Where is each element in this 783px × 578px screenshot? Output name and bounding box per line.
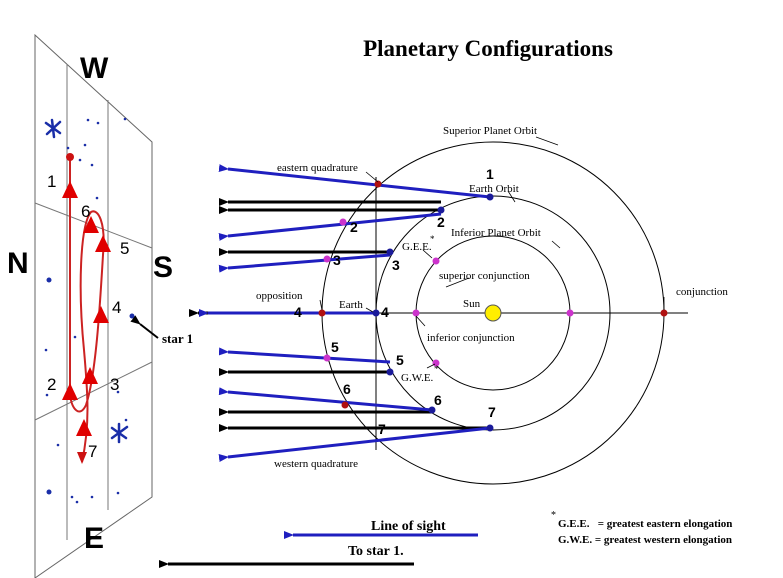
orbit-number-6: 6 <box>343 381 351 397</box>
compass-east: E <box>84 522 104 555</box>
legend-gwe-definition: G.W.E. = greatest western elongation <box>558 534 732 546</box>
page-title: Planetary Configurations <box>363 36 613 61</box>
legend-gee-definition: G.E.E. = greatest eastern elongation <box>558 518 732 530</box>
sky-label-7: 7 <box>88 442 97 461</box>
eastern-quadrature-label: eastern quadrature <box>277 162 358 174</box>
superior-conjunction-label: superior conjunction <box>439 270 530 282</box>
sky-grid-line <box>34 361 153 421</box>
earth-label: Earth <box>339 299 363 311</box>
gwe-label: G.W.E. <box>401 372 434 384</box>
legend-asterisk: * <box>551 510 556 521</box>
lines-of-sight <box>199 164 491 462</box>
retrograde-loop-path <box>69 157 105 463</box>
orbit-number-2b: 2 <box>350 219 358 235</box>
orbit-number-1: 1 <box>486 166 494 182</box>
compass: W N S E <box>7 52 173 555</box>
marker-1 <box>62 181 78 198</box>
orbit-number-7: 7 <box>488 404 496 420</box>
sky-position-labels: 1 2 3 4 5 6 7 <box>47 172 129 461</box>
sky-label-3: 3 <box>110 375 119 394</box>
marker-7 <box>76 419 92 436</box>
star-1-label: star 1 <box>162 331 193 346</box>
sky-panel: star 1 1 2 3 4 5 6 7 W N S <box>7 33 193 578</box>
compass-north: N <box>7 247 29 280</box>
marker-6 <box>83 216 99 233</box>
marker-5 <box>95 235 111 252</box>
orbit-diagram: 1 2 2 3 3 4 4 5 5 6 6 7 7 <box>189 125 728 485</box>
marker-3 <box>82 367 98 384</box>
superior-orbit-label: Superior Planet Orbit <box>443 125 537 137</box>
orbit-number-5: 5 <box>331 339 339 355</box>
star-cluster-icon <box>44 118 129 444</box>
orbit-number-5b: 5 <box>396 352 404 368</box>
configuration-labels: eastern quadrature western quadrature G.… <box>256 162 728 470</box>
planet-position-markers <box>62 181 111 436</box>
sky-label-6: 6 <box>81 202 90 221</box>
orbit-number-4: 4 <box>381 304 389 320</box>
path-start-dot <box>66 153 74 161</box>
orbit-labels: Superior Planet Orbit Earth Orbit Inferi… <box>339 125 541 311</box>
earth-orbit-label: Earth Orbit <box>469 183 519 195</box>
legend-to-star-label: To star 1. <box>348 544 404 559</box>
sun-label: Sun <box>463 298 481 310</box>
conjunction-label: conjunction <box>676 286 728 298</box>
western-quadrature-label: western quadrature <box>274 458 358 470</box>
inferior-conjunction-label: inferior conjunction <box>427 332 515 344</box>
sky-label-4: 4 <box>112 298 121 317</box>
sun-icon <box>484 304 502 322</box>
compass-south: S <box>153 251 173 284</box>
sky-label-5: 5 <box>120 239 129 258</box>
gee-asterisk: * <box>430 234 435 244</box>
orbit-position-numbers: 1 2 2 3 3 4 4 5 5 6 6 7 7 <box>294 166 496 437</box>
orbit-number-2: 2 <box>437 214 445 230</box>
orbit-number-3: 3 <box>392 257 400 273</box>
compass-west: W <box>80 52 109 85</box>
gwe-asterisk: * <box>434 364 439 374</box>
gee-label: G.E.E. <box>402 241 432 253</box>
marker-4 <box>93 306 109 323</box>
label-leader-lines <box>319 136 665 369</box>
path-end-arrow-icon <box>77 452 87 464</box>
marker-2 <box>62 383 78 400</box>
background-stars <box>44 117 128 504</box>
orbit-number-3b: 3 <box>333 252 341 268</box>
orbit-number-6b: 6 <box>434 392 442 408</box>
earth-positions <box>372 193 494 432</box>
inferior-planet-positions <box>323 218 574 367</box>
legend: Line of sight To star 1. * G.E.E. = grea… <box>159 510 732 568</box>
sky-panel-frame <box>34 33 153 578</box>
orbit-number-7b: 7 <box>378 421 386 437</box>
star-1-dot <box>129 313 135 319</box>
sky-label-2: 2 <box>47 375 56 394</box>
opposition-label: opposition <box>256 290 303 302</box>
superior-planet-positions <box>318 180 668 409</box>
orbit-number-4b: 4 <box>294 304 302 320</box>
legend-line-of-sight-label: Line of sight <box>371 519 446 534</box>
star-1-pointer <box>130 315 159 339</box>
inferior-orbit-label: Inferior Planet Orbit <box>451 227 541 239</box>
sky-label-1: 1 <box>47 172 56 191</box>
